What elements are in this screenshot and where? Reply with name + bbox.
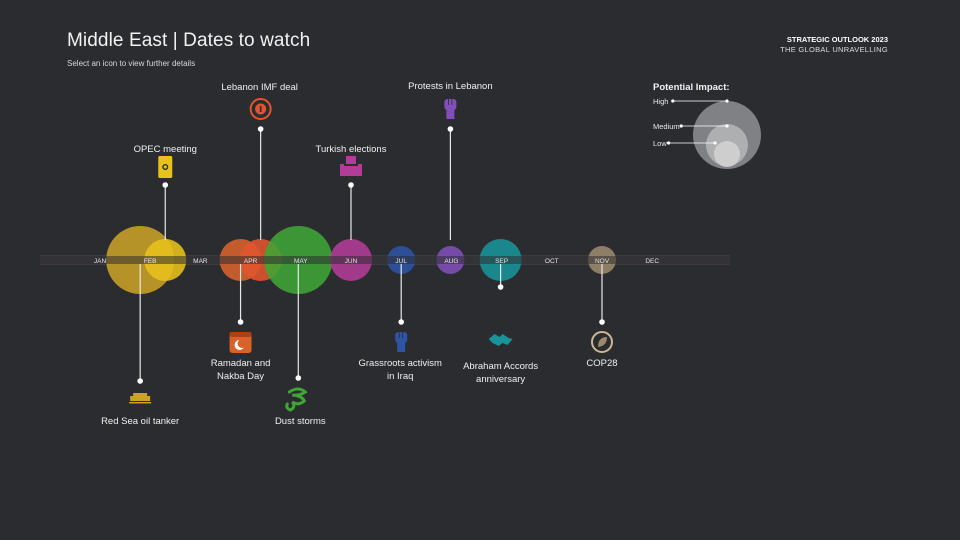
month-tick-mar: MAR: [193, 258, 208, 265]
legend-level-low: Low: [653, 139, 667, 148]
month-tick-aug: AUG: [444, 258, 458, 265]
page-subtitle: Select an icon to view further details: [67, 59, 196, 68]
month-tick-nov: NOV: [595, 258, 610, 265]
connector-dot: [348, 182, 354, 188]
dust-storm-icon[interactable]: [285, 387, 308, 412]
event-label-opec-meeting[interactable]: OPEC meeting: [134, 144, 197, 155]
connector-dot: [599, 319, 605, 325]
calendar-moon-icon[interactable]: [229, 332, 252, 353]
connector-dot: [257, 126, 264, 132]
connector-dot: [162, 182, 169, 188]
connector-dot: [295, 375, 302, 381]
event-label-turkish-elections[interactable]: Turkish elections: [316, 144, 387, 155]
month-tick-jan: JAN: [94, 258, 107, 265]
event-label-lebanon-imf-deal[interactable]: Lebanon IMF deal: [221, 82, 298, 93]
oil-tanker-icon[interactable]: [129, 393, 152, 404]
connector-dot: [447, 126, 454, 132]
page-title: Middle East | Dates to watch: [67, 30, 311, 51]
brand-block: STRATEGIC OUTLOOK 2023 THE GLOBAL UNRAVE…: [780, 35, 888, 55]
event-label-cop28[interactable]: COP28: [586, 358, 617, 369]
currency-cycle-icon[interactable]: [249, 98, 272, 120]
event-label-red-sea-oil-tanker[interactable]: Red Sea oil tanker: [101, 416, 179, 427]
brand-subtitle: THE GLOBAL UNRAVELLING: [780, 45, 888, 54]
month-tick-jun: JUN: [345, 258, 358, 265]
month-tick-dec: DEC: [645, 258, 659, 265]
connector-dot: [398, 319, 405, 325]
month-tick-apr: APR: [244, 258, 258, 265]
connector-dot: [137, 378, 143, 384]
ballot-box-icon[interactable]: [340, 156, 362, 176]
timeline-band: [40, 256, 730, 264]
month-tick-oct: OCT: [545, 258, 559, 265]
event-label-dust-storms[interactable]: Dust storms: [275, 416, 326, 427]
legend-level-medium: Medium: [653, 122, 680, 131]
connector-dot: [497, 284, 504, 290]
legend-title: Potential Impact:: [653, 82, 730, 93]
month-tick-jul: JUL: [395, 258, 407, 265]
leaf-icon[interactable]: [591, 331, 613, 353]
raised-fist-icon[interactable]: [395, 332, 408, 352]
brand-title: STRATEGIC OUTLOOK 2023: [786, 35, 888, 44]
protest-fist-icon[interactable]: [444, 99, 457, 119]
month-tick-may: MAY: [294, 258, 308, 265]
legend-level-high: High: [653, 97, 668, 106]
month-tick-feb: FEB: [144, 258, 157, 265]
event-label-protests-lebanon[interactable]: Protests in Lebanon: [408, 81, 493, 92]
handshake-icon[interactable]: [488, 334, 513, 346]
oil-barrel-icon[interactable]: [158, 156, 173, 178]
connector-dot: [237, 319, 244, 325]
month-tick-sep: SEP: [495, 258, 508, 265]
